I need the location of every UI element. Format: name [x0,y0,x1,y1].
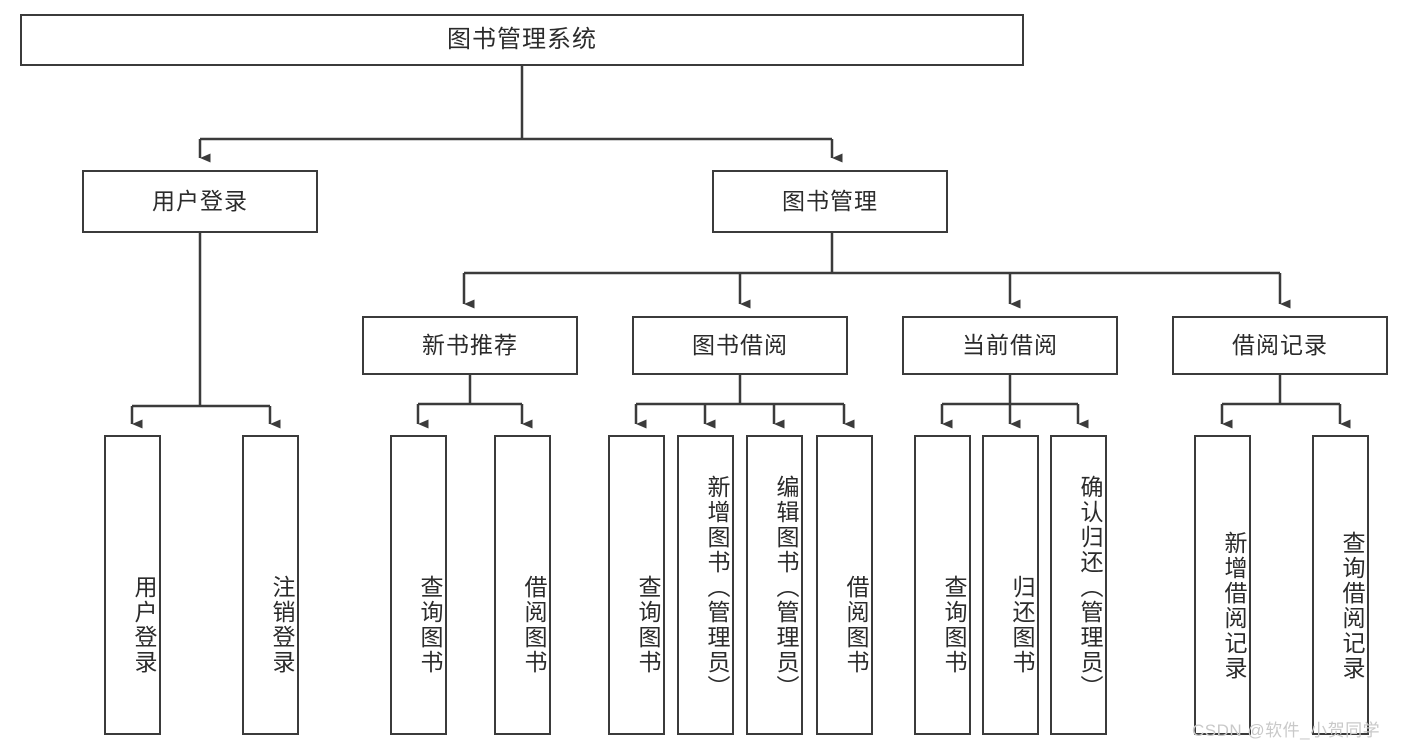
leaf-add-book-admin[interactable]: 新增图书（管理员） [677,435,734,735]
node-label: 图书借阅 [692,331,788,358]
node-label: 新书推荐 [422,331,518,358]
leaf-return-book[interactable]: 归还图书 [982,435,1039,735]
node-book-borrow[interactable]: 图书借阅 [632,316,848,375]
node-label: 归还图书 [1009,575,1035,675]
leaf-query-book-newbook[interactable]: 查询图书 [390,435,447,735]
leaf-user-login[interactable]: 用户登录 [104,435,161,735]
leaf-borrow-book-newbook[interactable]: 借阅图书 [494,435,551,735]
leaf-borrow-book[interactable]: 借阅图书 [816,435,873,735]
node-label: 用户登录 [152,187,248,214]
node-label: 新增借阅记录 [1221,531,1247,681]
node-label: 查询图书 [417,575,443,675]
node-new-book-recommendation[interactable]: 新书推荐 [362,316,578,375]
leaf-query-book-current[interactable]: 查询图书 [914,435,971,735]
node-label: 借阅图书 [521,575,547,675]
node-user-login[interactable]: 用户登录 [82,170,318,233]
csdn-watermark: CSDN @软件_小贺同学 [1192,721,1381,740]
node-label: 新增图书（管理员） [704,474,730,700]
node-root-book-management-system[interactable]: 图书管理系统 [20,14,1024,66]
node-label: 查询图书 [941,575,967,675]
node-label: 注销登录 [269,575,295,675]
node-label: 编辑图书（管理员） [773,474,799,700]
leaf-logout[interactable]: 注销登录 [242,435,299,735]
leaf-edit-book-admin[interactable]: 编辑图书（管理员） [746,435,803,735]
leaf-add-borrow-record[interactable]: 新增借阅记录 [1194,435,1251,735]
node-label: 用户登录 [131,575,157,675]
leaf-confirm-return-admin[interactable]: 确认归还（管理员） [1050,435,1107,735]
node-label: 查询借阅记录 [1339,531,1365,681]
node-label: 借阅图书 [843,575,869,675]
node-label: 确认归还（管理员） [1077,474,1103,700]
node-label: 当前借阅 [962,331,1058,358]
node-label: 查询图书 [635,575,661,675]
leaf-query-borrow-record[interactable]: 查询借阅记录 [1312,435,1369,735]
node-book-management[interactable]: 图书管理 [712,170,948,233]
node-current-borrow[interactable]: 当前借阅 [902,316,1118,375]
node-label: 借阅记录 [1232,331,1328,358]
leaf-query-book-borrow[interactable]: 查询图书 [608,435,665,735]
node-label: 图书管理系统 [447,25,597,53]
node-borrow-record[interactable]: 借阅记录 [1172,316,1388,375]
node-label: 图书管理 [782,187,878,214]
